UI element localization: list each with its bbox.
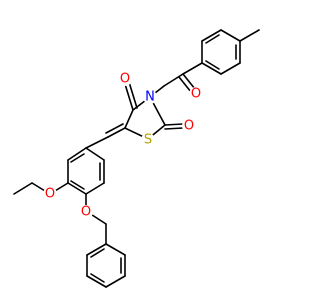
atom-o-ethoxy: O — [43, 187, 57, 202]
c2-oxo-bond-a — [164, 123, 184, 126]
carbonyl-ch2-bond — [163, 73, 184, 87]
exocyclic-double-bond-a — [107, 127, 126, 138]
ethoxy-ch2-ch3-bond — [13, 182, 33, 195]
ketone-double-bond-b — [178, 76, 192, 93]
oxygen-label: O — [184, 119, 194, 134]
aryl-carbonyl-bond — [182, 62, 203, 75]
c2-oxo-bond-b — [164, 127, 184, 130]
atom-n-ring: N — [143, 90, 157, 105]
atom-o-c2: O — [182, 119, 196, 134]
atom-o-ketone-top: O — [189, 87, 203, 102]
oxygen-label: O — [45, 187, 55, 202]
atom-s-ring: S — [141, 133, 155, 148]
oxygen-label: O — [81, 205, 91, 220]
molecule-structure: O N O O S O O — [13, 29, 260, 288]
vinyl-aryl-bond — [85, 136, 109, 149]
structure-canvas: O N O O S O O — [13, 29, 260, 288]
oxygen-label: O — [120, 72, 130, 87]
tolyl-ring — [201, 29, 241, 75]
exocyclic-double-bond-b — [105, 123, 124, 134]
methyl-bond — [239, 29, 260, 42]
nitrogen-label: N — [145, 90, 155, 105]
ketone-double-bond-a — [182, 73, 196, 90]
c4-oxo-bond-b — [128, 81, 138, 109]
atom-o-c4: O — [118, 72, 132, 87]
sulfur-label: S — [144, 133, 152, 148]
oxygen-label: O — [191, 87, 201, 102]
benzyl-phenyl-ring — [86, 243, 126, 288]
atom-o-benzyloxy: O — [79, 205, 93, 220]
benzylidene-ring — [67, 147, 105, 195]
c4-oxo-bond-a — [124, 83, 134, 111]
